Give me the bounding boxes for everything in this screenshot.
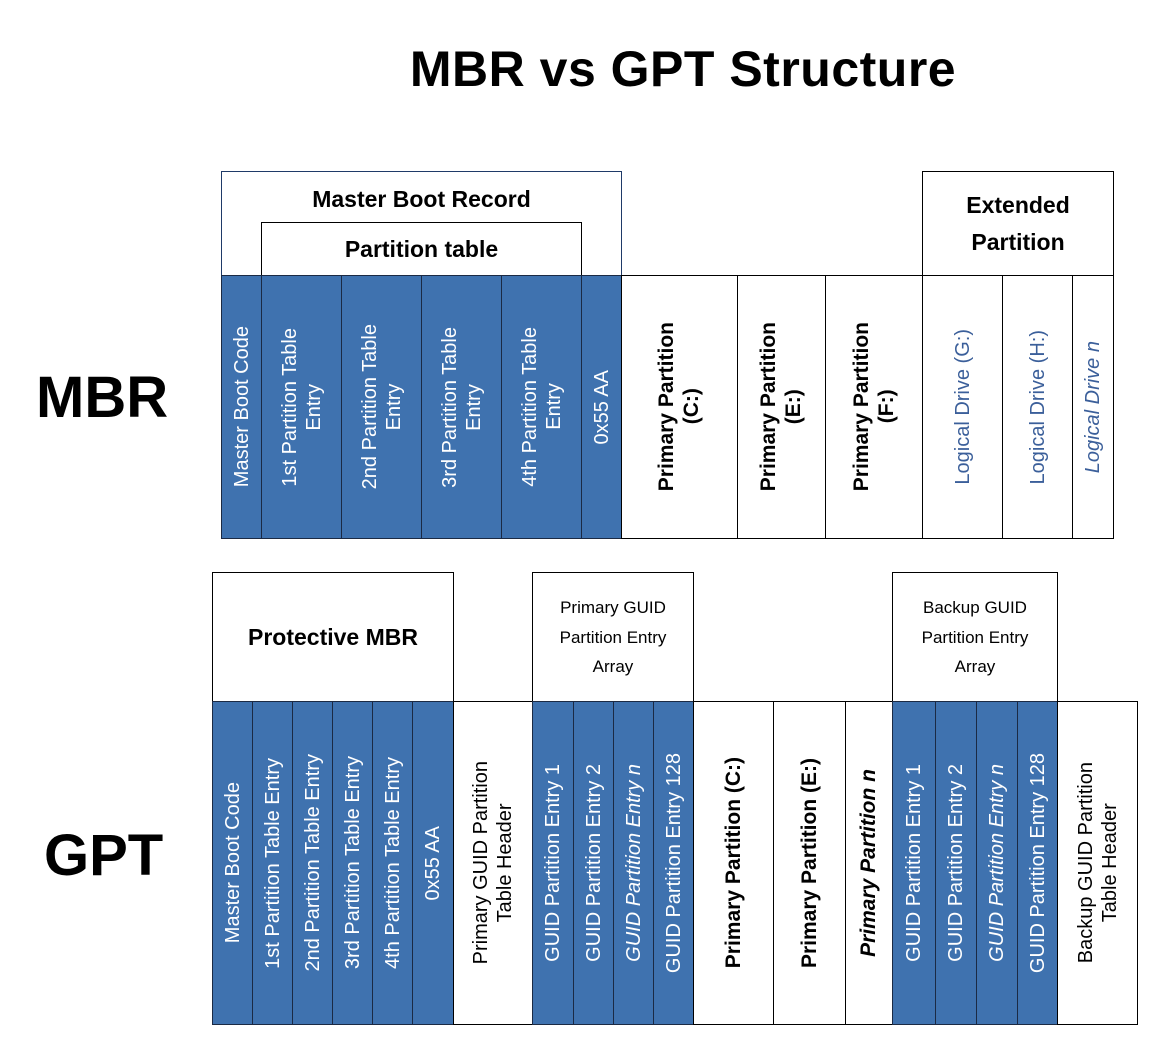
partition-table-group: Partition table: [261, 222, 582, 277]
gpt-cell-primary-partition-e: Primary Partition (E:): [773, 701, 846, 1025]
mbr-cell-primary-partition-e: Primary Partition (E:): [737, 275, 826, 539]
gpt-cell-primary-header: Primary GUID Partition Table Header: [453, 701, 533, 1025]
gpt-cell-backup-entry-1: GUID Partition Entry 1: [892, 701, 936, 1025]
primary-guid-array-group: Primary GUID Partition Entry Array: [532, 572, 694, 703]
gpt-cell-backup-entry-2: GUID Partition Entry 2: [935, 701, 977, 1025]
primary-guid-array-label: Primary GUID Partition Entry Array: [559, 597, 667, 677]
gpt-cell-backup-entry-128: GUID Partition Entry 128: [1017, 701, 1058, 1025]
mbr-cell-master-boot-code: Master Boot Code: [221, 275, 262, 539]
mbr-cell-primary-partition-c: Primary Partition (C:): [621, 275, 738, 539]
gpt-cell-partition-entry-4: 4th Partition Table Entry: [372, 701, 413, 1025]
mbr-cell-partition-entry-2: 2nd Partition Table Entry: [341, 275, 422, 539]
master-boot-record-label: Master Boot Record: [312, 186, 531, 212]
gpt-cell-primary-partition-n: Primary Partition n: [845, 701, 893, 1025]
protective-mbr-label: Protective MBR: [248, 624, 418, 650]
gpt-cell-primary-entry-1: GUID Partition Entry 1: [532, 701, 574, 1025]
gpt-cell-backup-entry-n: GUID Partition Entry n: [976, 701, 1018, 1025]
diagram-title: MBR vs GPT Structure: [409, 41, 957, 97]
mbr-cell-primary-partition-f: Primary Partition (F:): [825, 275, 923, 539]
gpt-cell-primary-entry-2: GUID Partition Entry 2: [573, 701, 614, 1025]
mbr-cell-partition-entry-3: 3rd Partition Table Entry: [421, 275, 502, 539]
mbr-cell-signature: 0x55 AA: [581, 275, 622, 539]
gpt-cell-primary-partition-c: Primary Partition (C:): [693, 701, 774, 1025]
partition-table-label: Partition table: [344, 236, 499, 262]
gpt-cell-backup-header: Backup GUID Partition Table Header: [1057, 701, 1138, 1025]
mbr-cell-logical-drive-g: Logical Drive (G:): [922, 275, 1003, 539]
mbr-cell-partition-entry-1: 1st Partition Table Entry: [261, 275, 342, 539]
extended-partition-group: Extended Partition: [922, 171, 1114, 277]
gpt-cell-partition-entry-3: 3rd Partition Table Entry: [332, 701, 373, 1025]
backup-guid-array-label: Backup GUID Partition Entry Array: [921, 597, 1029, 677]
gpt-cell-partition-entry-1: 1st Partition Table Entry: [252, 701, 293, 1025]
mbr-cell-logical-drive-h: Logical Drive (H:): [1002, 275, 1073, 539]
extended-partition-label: Extended Partition: [966, 192, 1070, 255]
gpt-cell-signature: 0x55 AA: [412, 701, 454, 1025]
mbr-label: MBR: [36, 365, 169, 430]
mbr-cell-partition-entry-4: 4th Partition Table Entry: [501, 275, 582, 539]
gpt-cell-partition-entry-2: 2nd Partition Table Entry: [292, 701, 333, 1025]
protective-mbr-group: Protective MBR: [212, 572, 454, 703]
gpt-cell-primary-entry-128: GUID Partition Entry 128: [653, 701, 694, 1025]
gpt-label: GPT: [44, 823, 164, 888]
gpt-cell-primary-entry-n: GUID Partition Entry n: [613, 701, 654, 1025]
backup-guid-array-group: Backup GUID Partition Entry Array: [892, 572, 1058, 703]
gpt-cell-master-boot-code: Master Boot Code: [212, 701, 253, 1025]
mbr-cell-logical-drive-n: Logical Drive n: [1072, 275, 1114, 539]
